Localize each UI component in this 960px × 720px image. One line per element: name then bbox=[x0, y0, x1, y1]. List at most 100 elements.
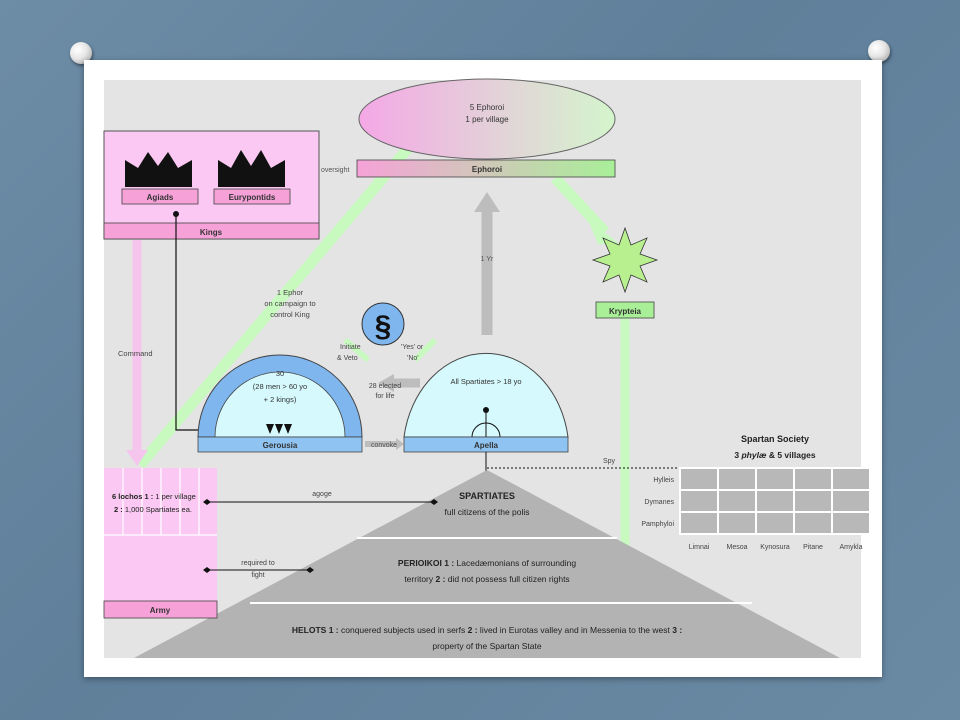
ephoroi-label: Ephoroi bbox=[472, 165, 502, 174]
required-right-marker bbox=[306, 567, 314, 573]
village-column-label: Limnai bbox=[689, 544, 710, 551]
apella-marker-dot bbox=[483, 407, 489, 413]
king-marker-icon bbox=[284, 424, 292, 434]
oversight-label: oversight bbox=[321, 167, 349, 174]
king-marker-icon bbox=[275, 424, 283, 434]
kings-connector-dot bbox=[173, 211, 179, 217]
spartiates-title: SPARTIATES bbox=[459, 491, 515, 501]
ephoroi-ellipse-line-1: 5 Ephoroi bbox=[470, 103, 504, 112]
ephoroi-to-krypteia-arrow bbox=[550, 174, 610, 236]
required-left-marker bbox=[203, 567, 211, 573]
army-text-2: 1,000 Spartiates ea. bbox=[123, 505, 192, 514]
ephoroi-bar bbox=[356, 159, 616, 178]
command-arrowhead bbox=[126, 450, 148, 466]
society-title: Spartan Society bbox=[741, 434, 809, 444]
helots-num-1: 1 : bbox=[329, 625, 339, 635]
perioikoi-num-1: 1 : bbox=[444, 558, 454, 568]
society-subtitle-prefix: 3 bbox=[734, 450, 741, 460]
ephor-campaign-line-3: control King bbox=[270, 310, 310, 319]
society-grid-cell bbox=[755, 511, 795, 535]
society-grid-cell bbox=[831, 467, 871, 491]
spartiates-subtitle: full citizens of the polis bbox=[444, 507, 529, 517]
section-symbol-glyph: § bbox=[375, 310, 392, 343]
army-num-2: 2 : bbox=[114, 505, 123, 514]
kings-bar bbox=[103, 222, 320, 240]
perioikoi-line-2: territory 2 : did not possess full citiz… bbox=[404, 574, 569, 584]
agiads-label: Agiads bbox=[147, 193, 174, 202]
army-text-1: 1 per village bbox=[153, 492, 196, 501]
one-year-label: 1 Yr bbox=[481, 256, 494, 263]
ephor-to-army-arrow bbox=[135, 136, 420, 469]
perioikoi-text-3: did not possess full citizen rights bbox=[445, 574, 569, 584]
ephor-campaign-line-2: on campaign to bbox=[264, 299, 315, 308]
kings-label: Kings bbox=[200, 228, 223, 237]
elected-line-1: 28 elected bbox=[369, 383, 401, 390]
helots-num-2: 2 : bbox=[468, 625, 478, 635]
society-grid-cell bbox=[717, 467, 757, 491]
perioikoi-num-2: 2 : bbox=[436, 574, 446, 584]
helots-title: HELOTS bbox=[292, 625, 327, 635]
slide-frame: 5 Ephoroi 1 per village Ephoroi oversigh… bbox=[84, 60, 882, 677]
phyle-row-label: Dymanes bbox=[644, 499, 674, 506]
society-pyramid bbox=[134, 470, 840, 658]
yes-no-line-2: 'No' bbox=[407, 355, 419, 362]
helots-num-3: 3 : bbox=[672, 625, 682, 635]
initiate-veto-line-1: Initiate bbox=[340, 344, 361, 351]
village-column-label: Pitane bbox=[803, 544, 823, 551]
army-bar bbox=[103, 600, 218, 619]
army-line-1: 6 lochos 1 : 1 per village bbox=[112, 492, 196, 501]
society-subtitle-suffix: & 5 villages bbox=[766, 450, 815, 460]
gerousia-label: Gerousia bbox=[263, 441, 298, 450]
pushpin-right-icon bbox=[868, 40, 890, 62]
society-grid-cell bbox=[679, 489, 719, 513]
krypteia-box bbox=[595, 301, 655, 319]
army-line-2: 2 : 1,000 Spartiates ea. bbox=[114, 505, 192, 514]
society-grid-cell bbox=[793, 467, 833, 491]
helots-line-1: HELOTS 1 : conquered subjects used in se… bbox=[292, 625, 682, 635]
gerousia-line-3: + 2 kings) bbox=[264, 395, 297, 404]
army-label: Army bbox=[150, 606, 171, 615]
pushpin-left-icon bbox=[70, 42, 92, 64]
society-grid-cell bbox=[831, 489, 871, 513]
agoge-label: agoge bbox=[312, 491, 332, 498]
convoke-arrowhead bbox=[396, 438, 404, 450]
helots-text-1: conquered subjects used in serfs bbox=[339, 625, 466, 635]
village-column-label: Amykla bbox=[840, 544, 863, 551]
eurypontids-label: Eurypontids bbox=[229, 193, 276, 202]
society-grid-cell bbox=[793, 511, 833, 535]
army-lochos: 6 lochos bbox=[112, 492, 142, 501]
helots-line-2: property of the Spartan State bbox=[432, 641, 541, 651]
yes-no-arrow bbox=[412, 337, 438, 363]
agoge-left-marker bbox=[203, 499, 211, 505]
apella-label: Apella bbox=[474, 441, 499, 450]
required-line-1: required to bbox=[241, 560, 275, 567]
spartan-government-diagram: 5 Ephoroi 1 per village Ephoroi oversigh… bbox=[103, 78, 871, 658]
one-year-arrowhead bbox=[474, 192, 500, 212]
krypteia-arrowhead bbox=[588, 220, 620, 244]
elected-arrowhead bbox=[378, 374, 394, 392]
elected-line-2: for life bbox=[375, 393, 394, 400]
section-symbol-icon bbox=[361, 302, 405, 346]
ephor-campaign-line-1: 1 Ephor bbox=[277, 288, 304, 297]
yes-no-line-1: 'Yes' or bbox=[401, 344, 424, 351]
perioikoi-line-1: PERIOIKOI 1 : Lacedæmonians of surroundi… bbox=[398, 558, 576, 568]
society-grid-cell bbox=[793, 489, 833, 513]
agoge-right-marker bbox=[430, 499, 438, 505]
perioikoi-title: PERIOIKOI bbox=[398, 558, 442, 568]
agiads-box bbox=[121, 188, 199, 205]
society-grid-cell bbox=[717, 511, 757, 535]
village-column-label: Kynosura bbox=[760, 544, 790, 551]
village-column-label: Mesoa bbox=[726, 544, 747, 551]
society-grid-cell bbox=[831, 511, 871, 535]
eurypontids-crown-icon bbox=[218, 150, 285, 187]
apella-dome bbox=[403, 352, 569, 438]
society-subtitle: 3 phylæ & 5 villages bbox=[734, 450, 816, 460]
krypteia-star-icon bbox=[591, 226, 659, 294]
phyle-row-label: Hylleis bbox=[653, 477, 674, 484]
initiate-arrow bbox=[343, 337, 370, 363]
society-grid-cell bbox=[679, 511, 719, 535]
command-label: Command bbox=[118, 349, 153, 358]
helots-text-2: lived in Eurotas valley and in Messenia … bbox=[478, 625, 671, 635]
army-num-1: 1 : bbox=[142, 492, 153, 501]
